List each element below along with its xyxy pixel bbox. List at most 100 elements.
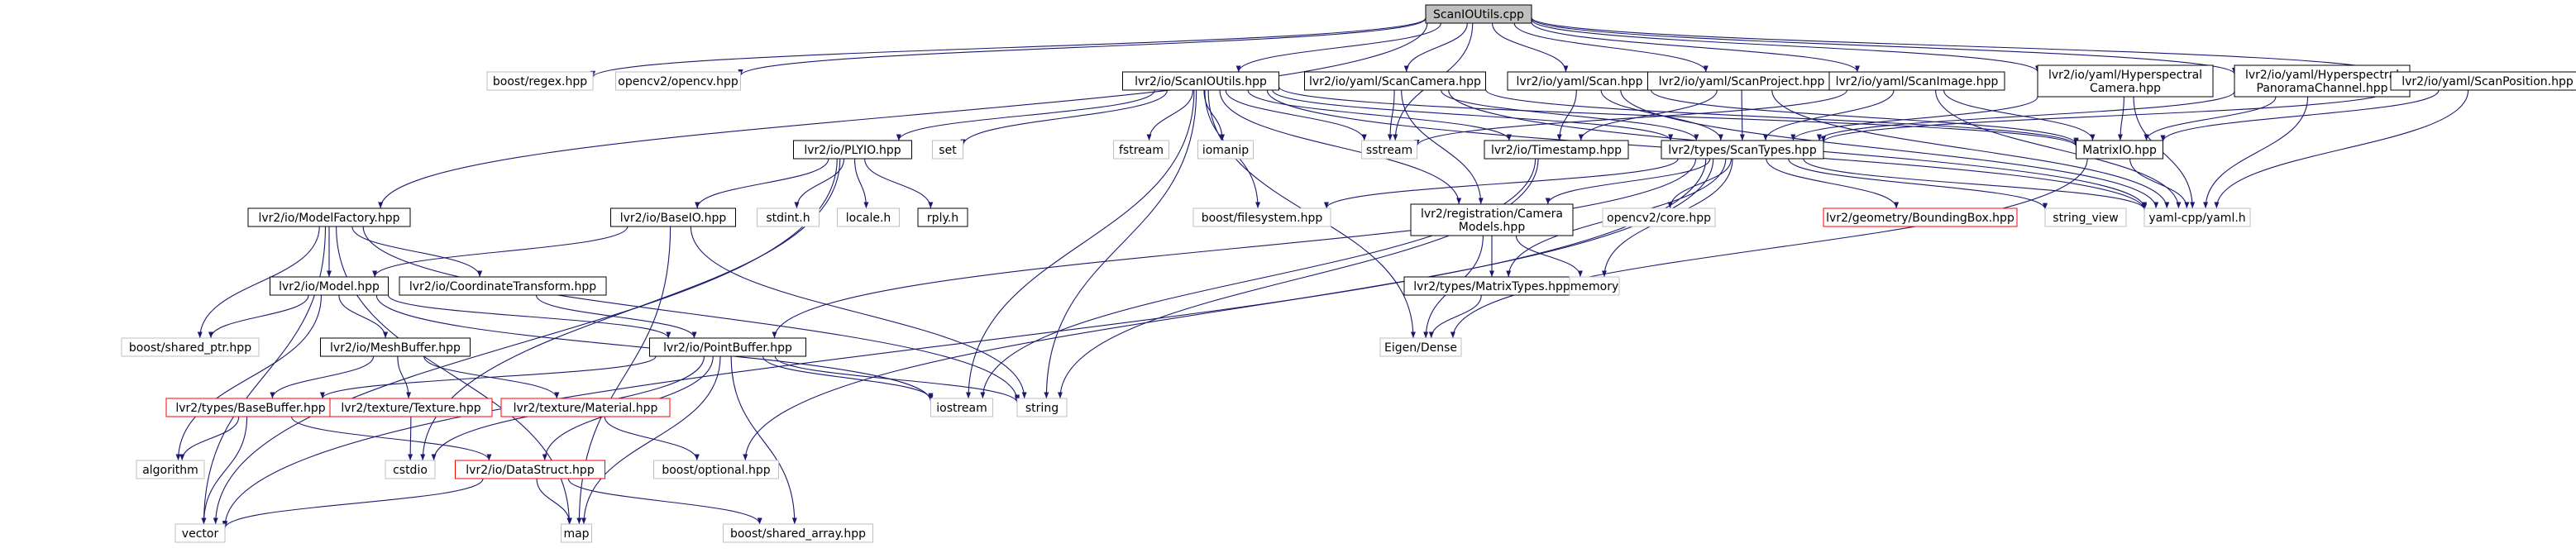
node-yaml_scan[interactable]: lvr2/io/yaml/Scan.hpp — [1507, 71, 1652, 91]
edge-scantypes-to-yamlcpp — [1803, 158, 2147, 210]
edge-baseio-to-model — [372, 226, 628, 278]
edge-pointbuffer-to-boost_sharedarray — [730, 355, 797, 525]
node-yaml_scanpos[interactable]: lvr2/io/yaml/ScanPosition.hpp — [2390, 71, 2576, 91]
node-yaml_hyperpano[interactable]: lvr2/io/yaml/HyperspectralPanoramaChanne… — [2234, 64, 2411, 98]
node-scaniocpp[interactable]: ScanIOUtils.cpp — [1425, 4, 1532, 24]
node-label: opencv2/opencv.hpp — [618, 75, 738, 88]
node-eigen[interactable]: Eigen/Dense — [1379, 337, 1462, 357]
node-model[interactable]: lvr2/io/Model.hpp — [270, 276, 389, 296]
node-sstream[interactable]: sstream — [1361, 140, 1417, 160]
node-coordtrans[interactable]: lvr2/io/CoordinateTransform.hpp — [399, 276, 607, 296]
edge-scanioh-to-plyio — [896, 89, 1155, 141]
edge-scaniocpp-to-boost_regex — [590, 17, 1427, 78]
edge-scantypes-to-opencv_core — [1667, 158, 1732, 209]
node-rply[interactable]: rply.h — [917, 207, 968, 227]
node-yaml_scanproject[interactable]: lvr2/io/yaml/ScanProject.hpp — [1647, 71, 1836, 91]
node-label: cstdio — [393, 464, 428, 477]
node-label: Camera.hpp — [2090, 82, 2161, 95]
node-opencv[interactable]: opencv2/opencv.hpp — [615, 71, 741, 91]
node-yaml_scanimage[interactable]: lvr2/io/yaml/ScanImage.hpp — [1828, 71, 2005, 91]
node-meshbuffer[interactable]: lvr2/io/MeshBuffer.hpp — [320, 337, 471, 357]
node-modelfactory[interactable]: lvr2/io/ModelFactory.hpp — [247, 207, 411, 227]
node-box — [723, 523, 873, 543]
node-iomanip[interactable]: iomanip — [1197, 140, 1254, 160]
edge-model-to-algorithm — [175, 294, 323, 461]
edge-pointbuffer-to-basebuffer — [319, 355, 657, 399]
edge-coordtrans-to-pointbuffer — [535, 294, 697, 339]
node-label: lvr2/geometry/BoundingBox.hpp — [1826, 212, 2014, 225]
edge-scanioh-to-cameramodels — [1219, 89, 1462, 205]
node-boost_optional[interactable]: boost/optional.hpp — [653, 460, 779, 479]
node-iostream[interactable]: iostream — [930, 398, 993, 417]
node-scantypes[interactable]: lvr2/types/ScanTypes.hpp — [1661, 140, 1824, 160]
edge-modelfactory-to-boost_sharedptr — [197, 226, 320, 339]
node-matrixio[interactable]: MatrixIO.hpp — [2076, 140, 2163, 160]
node-box — [1016, 398, 1068, 417]
node-boost_sharedptr[interactable]: boost/shared_ptr.hpp — [121, 337, 260, 357]
node-label: lvr2/io/Timestamp.hpp — [1491, 144, 1622, 157]
node-box — [1569, 276, 1620, 296]
node-fstream[interactable]: fstream — [1113, 140, 1169, 160]
node-label: lvr2/io/yaml/Hyperspectral — [2048, 69, 2202, 82]
node-texture[interactable]: lvr2/texture/Texture.hpp — [329, 398, 493, 417]
node-pointbuffer[interactable]: lvr2/io/PointBuffer.hpp — [649, 337, 806, 357]
node-boost_fs[interactable]: boost/filesystem.hpp — [1192, 207, 1331, 227]
node-algorithm[interactable]: algorithm — [136, 460, 205, 479]
edge-scanioh-to-iostream — [965, 89, 1195, 399]
node-timestamp[interactable]: lvr2/io/Timestamp.hpp — [1484, 140, 1629, 160]
node-box — [1113, 140, 1169, 160]
node-boost_sharedarray[interactable]: boost/shared_array.hpp — [723, 523, 873, 543]
node-box — [247, 207, 411, 227]
node-label: lvr2/io/yaml/Scan.hpp — [1517, 75, 1643, 88]
edge-yaml_scanproject-to-yamlcpp — [1771, 89, 2170, 209]
node-string[interactable]: string — [1016, 398, 1068, 417]
node-label: Eigen/Dense — [1384, 341, 1457, 355]
node-stdint[interactable]: stdint.h — [757, 207, 820, 227]
node-boost_regex[interactable]: boost/regex.hpp — [486, 71, 594, 91]
node-box — [1602, 207, 1716, 227]
node-plyio[interactable]: lvr2/io/PLYIO.hpp — [793, 140, 912, 160]
node-label: stdint.h — [766, 212, 810, 225]
node-basebuffer[interactable]: lvr2/types/BaseBuffer.hpp — [165, 398, 336, 417]
node-cstdio[interactable]: cstdio — [385, 460, 436, 479]
node-label: fstream — [1119, 144, 1164, 157]
node-scanioh[interactable]: lvr2/io/ScanIOUtils.hpp — [1122, 71, 1279, 91]
edge-scantypes-to-pointbuffer — [772, 158, 1697, 339]
node-material[interactable]: lvr2/texture/Material.hpp — [500, 398, 671, 417]
edge-basebuffer-to-datastruct — [291, 416, 492, 461]
edge-yaml_scanimage-to-scantypes — [1762, 89, 1895, 141]
node-opencv_core[interactable]: opencv2/core.hpp — [1602, 207, 1716, 227]
node-label: MatrixIO.hpp — [2082, 144, 2157, 157]
edge-matrixio-to-eigen — [1450, 158, 2088, 339]
node-matrixtypes[interactable]: lvr2/types/MatrixTypes.hpp — [1403, 276, 1580, 296]
node-box — [486, 71, 594, 91]
node-vector[interactable]: vector — [174, 523, 226, 543]
node-string_view[interactable]: string_view — [2044, 207, 2127, 227]
node-datastruct[interactable]: lvr2/io/DataStruct.hpp — [455, 460, 605, 479]
node-label: lvr2/io/yaml/ScanPosition.hpp — [2402, 75, 2574, 88]
edge-yaml_scanpos-to-yamlcpp — [2214, 89, 2469, 209]
edge-matrixtypes-to-eigen — [1428, 294, 1482, 339]
node-boundingbox[interactable]: lvr2/geometry/BoundingBox.hpp — [1823, 207, 2018, 227]
node-memory[interactable]: memory — [1569, 276, 1620, 296]
node-label: boost/regex.hpp — [493, 75, 587, 88]
node-yamlcpp[interactable]: yaml-cpp/yaml.h — [2143, 207, 2251, 227]
node-locale[interactable]: locale.h — [837, 207, 900, 227]
node-box — [917, 207, 968, 227]
edge-scantypes-to-boundingbox — [1766, 158, 1900, 209]
nodes-layer: ScanIOUtils.cpp boost/regex.hpp opencv2/op… — [121, 4, 2576, 543]
node-set[interactable]: set — [932, 140, 963, 160]
edge-pointbuffer-to-iostream — [762, 355, 934, 400]
edge-yaml_scanimage-to-matrixio — [1943, 89, 2096, 141]
node-baseio[interactable]: lvr2/io/BaseIO.hpp — [610, 207, 736, 227]
edge-yaml_hyperpano-to-yamlcpp — [2203, 96, 2309, 209]
node-map[interactable]: map — [561, 523, 592, 543]
node-label: lvr2/io/Model.hpp — [279, 280, 380, 293]
node-yaml_scancamera[interactable]: lvr2/io/yaml/ScanCamera.hpp — [1304, 71, 1486, 91]
node-label: opencv2/core.hpp — [1607, 212, 1711, 225]
edge-scaniocpp-to-yaml_scanproject — [1513, 22, 1709, 73]
